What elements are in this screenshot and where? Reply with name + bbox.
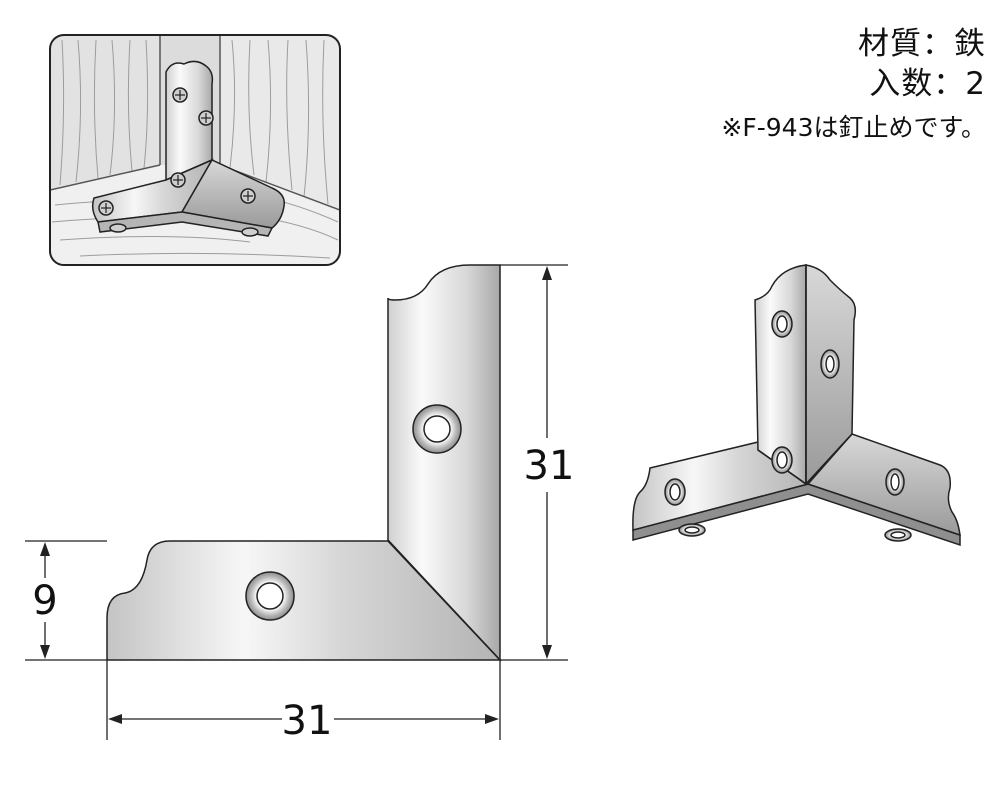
side-dimension-label: 9: [32, 578, 57, 624]
material-spec: 材質：鉄: [858, 26, 986, 62]
vertical-leg: [387, 264, 501, 662]
height-dimension-label: 31: [524, 443, 575, 489]
quantity-spec: 入数：2: [869, 66, 986, 102]
dimension-lines: [25, 264, 568, 740]
bracket-front-view: [106, 264, 502, 662]
width-dimension-label: 31: [282, 698, 333, 744]
nailing-note: ※F-943は釘止めです。: [721, 113, 986, 142]
dimension-arrows: [40, 266, 552, 724]
horizontal-leg: [106, 540, 502, 661]
installation-inset: [49, 34, 341, 266]
bracket-isometric-view: [632, 264, 961, 547]
inset-bracket: [91, 60, 285, 237]
